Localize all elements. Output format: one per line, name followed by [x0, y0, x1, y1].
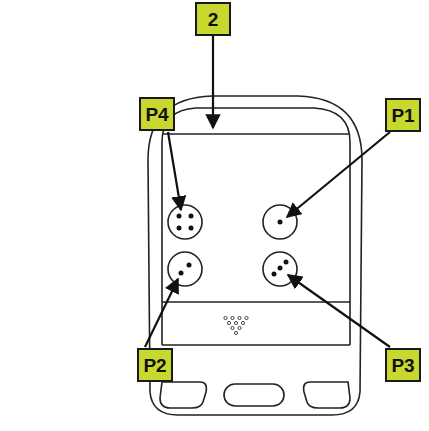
button-p4	[168, 205, 202, 239]
button-dots	[177, 214, 289, 277]
callout-box: P1	[385, 98, 421, 132]
callout-box: 2	[195, 2, 231, 36]
callout-box: P3	[385, 348, 421, 382]
panel-edge	[162, 133, 350, 135]
leader-line	[212, 36, 214, 128]
key-loop	[162, 108, 350, 345]
grip-slot	[304, 382, 350, 408]
leader-line	[168, 132, 181, 210]
grip-slot	[160, 382, 206, 408]
speaker-dots	[224, 316, 248, 334]
grip-slot	[224, 384, 284, 406]
leader-lines	[145, 36, 390, 347]
callout-number: P2	[143, 356, 166, 375]
leader-line	[288, 275, 390, 347]
panel-edge	[162, 344, 350, 346]
button-p2	[168, 252, 202, 286]
leader-line	[145, 279, 178, 347]
callout-number: P3	[391, 356, 414, 375]
callout-number: P4	[145, 105, 168, 124]
button-p3	[263, 252, 297, 286]
panel-edge	[162, 301, 350, 303]
leader-line	[287, 132, 390, 217]
callout-box: P4	[139, 97, 175, 131]
callout-number: P1	[391, 106, 414, 125]
callout-number: 2	[208, 10, 219, 29]
button-p1	[263, 205, 297, 239]
callout-box: P2	[137, 348, 173, 382]
remote-body	[148, 96, 362, 415]
